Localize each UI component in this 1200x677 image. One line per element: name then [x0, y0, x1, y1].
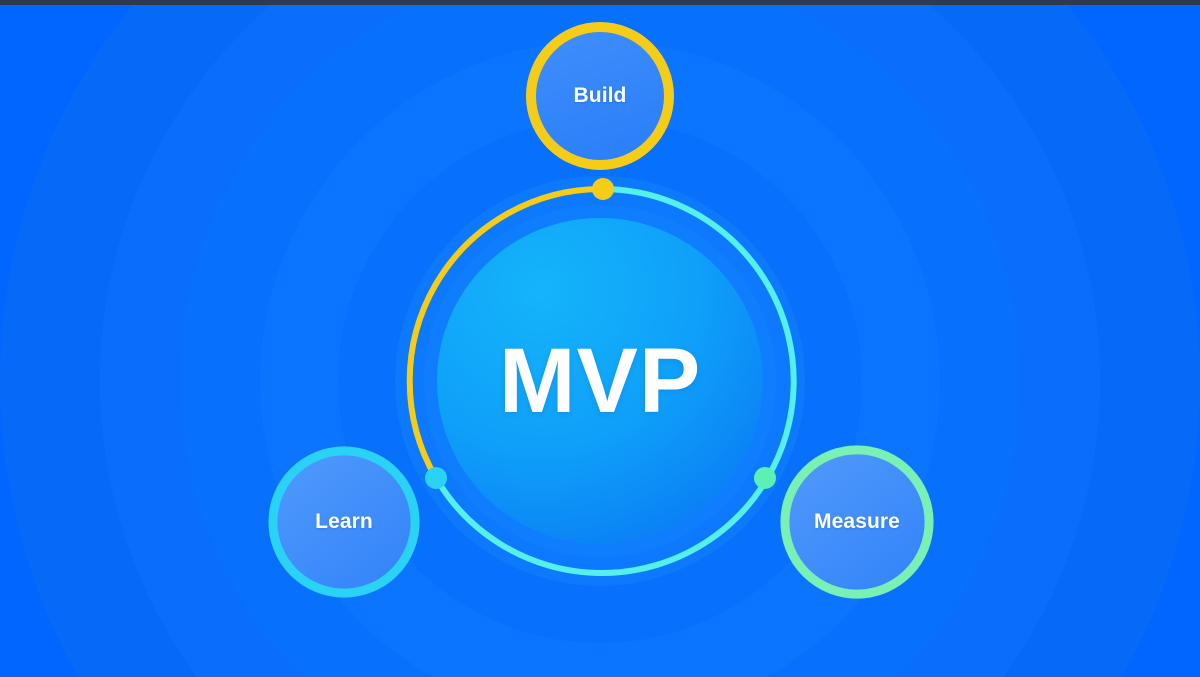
node-build[interactable] — [526, 22, 674, 170]
mvp-center-hit-area[interactable] — [437, 218, 763, 544]
dot-build-icon — [592, 178, 614, 200]
center-node[interactable] — [437, 218, 763, 544]
orbit-dots — [425, 178, 776, 489]
arc-learn-to-build — [406, 185, 606, 481]
learn-node-hit-area[interactable] — [274, 452, 414, 592]
node-learn[interactable] — [268, 446, 420, 598]
dot-measure-icon — [754, 467, 776, 489]
build-node-hit-area[interactable] — [531, 27, 669, 165]
measure-node-hit-area[interactable] — [786, 451, 928, 593]
window-top-bar — [0, 0, 1200, 5]
dot-learn-icon — [425, 467, 447, 489]
node-measure[interactable] — [780, 445, 934, 599]
